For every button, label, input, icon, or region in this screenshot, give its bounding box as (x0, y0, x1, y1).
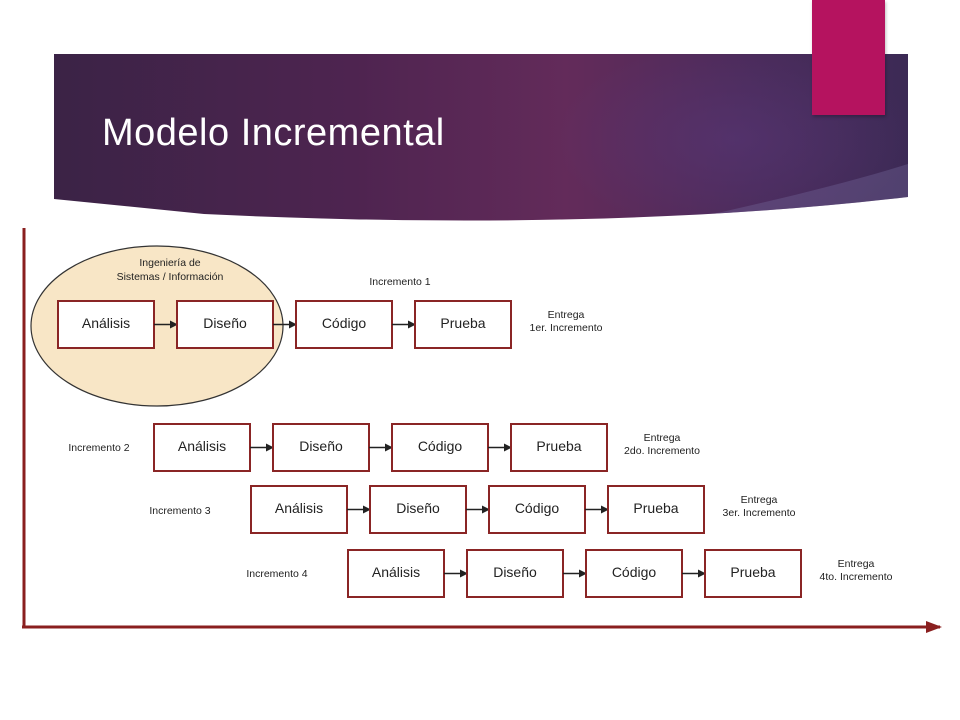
stage-box (704, 549, 802, 598)
stage-box (272, 423, 370, 472)
system-engineering-ellipse (30, 245, 284, 407)
stage-box (176, 300, 274, 349)
increment-row: Incremento 3 Análisis Diseño Código Prueba En… (149, 485, 796, 534)
delivery-label: Entrega (548, 309, 585, 321)
stage-label: Diseño (299, 438, 343, 454)
stage-box (250, 485, 348, 534)
increment-label: Incremento 4 (246, 568, 307, 580)
stage-label: Análisis (82, 315, 130, 331)
ellipse-label-line: Ingeniería de (139, 257, 200, 269)
stage-box (57, 300, 155, 349)
stage-box (466, 549, 564, 598)
stage-label: Análisis (275, 500, 323, 516)
stage-box (510, 423, 608, 472)
stage-box (369, 485, 467, 534)
stage-label: Prueba (536, 438, 581, 454)
increment-row: Incremento 1 Análisis Diseño Código Prueba En… (57, 276, 603, 349)
increment-row: Incremento 4 Análisis Diseño Código Prueba En… (246, 549, 893, 598)
delivery-label: Entrega (741, 494, 778, 506)
delivery-label: 4to. Incremento (820, 571, 893, 583)
slide-title: Modelo Incremental (102, 112, 445, 154)
delivery-label: 2do. Incremento (624, 445, 700, 457)
stage-label: Prueba (633, 500, 678, 516)
delivery-label: 1er. Incremento (530, 322, 603, 334)
stage-label: Código (322, 315, 367, 331)
stage-box (153, 423, 251, 472)
increment-label: Incremento 2 (68, 442, 129, 454)
increment-row: Incremento 2 Análisis Diseño Código Prueba En… (68, 423, 700, 472)
ellipse-label-line: Sistemas / Información (117, 271, 224, 283)
stage-box (295, 300, 393, 349)
title-banner (54, 54, 908, 224)
stage-box (607, 485, 705, 534)
stage-label: Diseño (396, 500, 440, 516)
stage-box (414, 300, 512, 349)
stage-label: Prueba (440, 315, 485, 331)
increment-label: Incremento 3 (149, 505, 210, 517)
stage-box (347, 549, 445, 598)
increment-label: Incremento 1 (369, 276, 430, 288)
stage-label: Código (515, 500, 560, 516)
stage-label: Diseño (493, 564, 537, 580)
corner-tab (812, 0, 885, 115)
stage-label: Diseño (203, 315, 247, 331)
stage-label: Análisis (178, 438, 226, 454)
stage-box (585, 549, 683, 598)
delivery-label: Entrega (838, 558, 875, 570)
stage-label: Código (418, 438, 463, 454)
delivery-label: 3er. Incremento (723, 507, 796, 519)
stage-label: Código (612, 564, 657, 580)
stage-label: Prueba (730, 564, 775, 580)
stage-label: Análisis (372, 564, 420, 580)
delivery-label: Entrega (644, 432, 681, 444)
